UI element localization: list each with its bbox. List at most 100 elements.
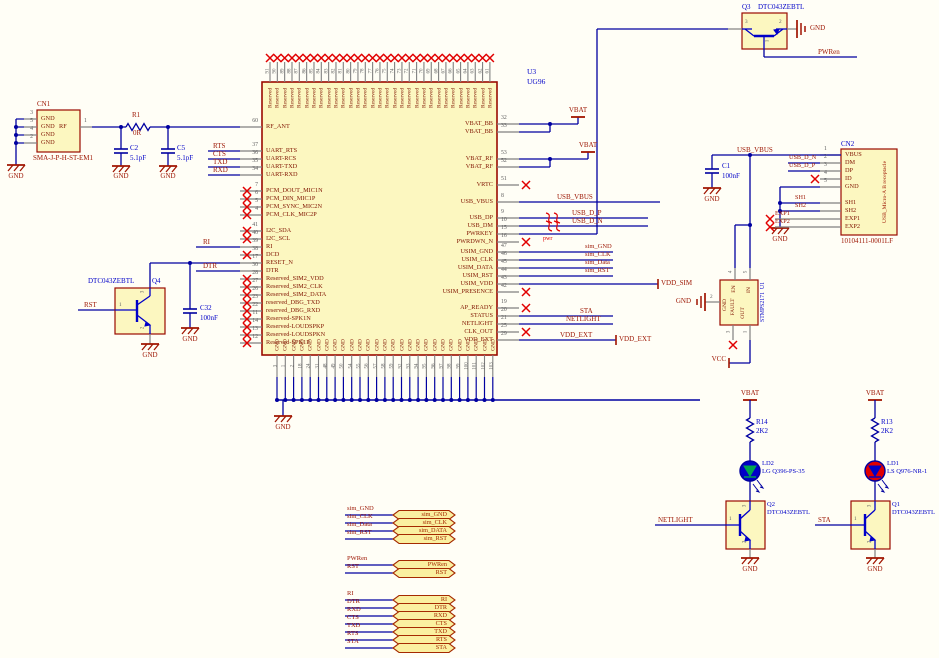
u3-left-pin-number: 37 — [252, 142, 258, 148]
u3-top-pin-number: 70 — [419, 68, 425, 74]
no-connect-x-icon — [242, 250, 252, 260]
no-connect-x-icon — [242, 202, 252, 212]
u3-bottom-pin-name: GND — [382, 339, 389, 351]
u3-bottom-pin-number: 96 — [431, 363, 437, 369]
ld-designator: LD2 — [762, 460, 774, 467]
r1-value: 0R — [133, 129, 142, 137]
wire — [744, 28, 755, 37]
u3-top-pin-number: 84 — [316, 68, 322, 74]
q-designator: Q2 — [767, 501, 775, 508]
u3-right-pin-name: VBAT_BB — [465, 120, 493, 127]
gnd-symbol-icon — [147, 343, 154, 351]
u3-left-pin-number: 4 — [255, 206, 258, 212]
junction-dot — [14, 141, 18, 145]
u3-bottom-pin-name: GND — [282, 339, 289, 351]
gnd-symbol-icon — [7, 164, 14, 172]
u3-top-pin-number: 64 — [463, 68, 469, 74]
no-connect-x-icon — [242, 290, 252, 300]
u3-top-pin-number: 81 — [338, 68, 344, 74]
net-label-sim_rst: sim_RST — [585, 267, 610, 274]
cn1-pin-number: 3 — [30, 110, 33, 116]
net-label-sim_data: sim_Data — [585, 259, 610, 266]
gnd-label: GND — [675, 297, 691, 305]
u3-left-pin-number: 30 — [252, 262, 258, 268]
c5-value: 5.1pF — [177, 154, 194, 162]
no-connect-x-icon — [470, 53, 480, 63]
u3-left-pin-number: 22 — [252, 302, 258, 308]
u3-right-pin-name: NETLIGHT — [461, 320, 493, 327]
u3-top-pin-name: Reserved — [443, 87, 450, 109]
u3-right-pin-number: 9 — [501, 209, 504, 215]
u3-left-pin-number: 23 — [252, 294, 258, 300]
u3-left-pin-number: 7 — [255, 182, 258, 188]
u3-right-pin-number: 10 — [501, 217, 507, 223]
junction-dot — [382, 398, 387, 402]
net-label-sh2: SH2 — [795, 202, 807, 209]
u3-bottom-pin-number: 58 — [381, 363, 387, 369]
cn1-pin-number: 5 — [30, 118, 33, 124]
u3-bottom-pin-number: 2 — [290, 364, 296, 368]
junction-dot — [778, 209, 782, 213]
gnd-label: GND — [810, 24, 826, 32]
gnd-symbol-icon — [286, 415, 293, 423]
u1-pin-gnd-label: GND — [722, 298, 729, 312]
gnd-label: GND — [742, 565, 758, 573]
led-triangle-icon — [743, 465, 757, 477]
u3-right-pin-number: 15 — [501, 225, 507, 231]
port-wire-label: CTS — [347, 614, 359, 621]
u3-right-pin-name: PWRDWN_N — [456, 238, 493, 245]
u3-top-pin-name: Reserved — [421, 87, 428, 109]
port-label: PWRen — [427, 560, 447, 568]
cn2-pin-name: DM — [845, 159, 856, 166]
u3-left-pin-number: 6 — [255, 190, 258, 196]
u3-bottom-pin-number: 93 — [406, 363, 412, 369]
u3-top-pin-name: Reserved — [267, 87, 274, 109]
u3-top-pin-number: 61 — [485, 68, 491, 74]
u3-left-pin-name: Reserved_SIM2_CLK — [266, 283, 323, 290]
u3-top-pin-number: 79 — [353, 68, 359, 74]
u3-left-pin-number: 26 — [252, 286, 258, 292]
u3-bottom-pin-number: 94 — [414, 363, 420, 369]
u3-left-pin-name: I2C_SDA — [266, 227, 292, 234]
cn2-pin-number: 3 — [824, 162, 827, 168]
gnd-label: GND — [182, 335, 198, 343]
net-label-vdd-ext: VDD_EXT — [619, 335, 652, 343]
u3-bottom-pin-name: GND — [373, 339, 380, 351]
u3-right-pin-name: USIM_GND — [460, 248, 493, 255]
u3-right-pin-name: VDD_EXT — [463, 336, 493, 343]
port-wire-label: TXD — [347, 622, 361, 629]
u3-bottom-pin-name: GND — [448, 339, 455, 351]
gnd-symbol-icon — [866, 557, 873, 565]
port-label: RI — [440, 595, 447, 603]
q-pin3: 3 — [866, 504, 873, 508]
c2-value: 5.1pF — [130, 154, 147, 162]
u3-left-pin-name: PCM_DIN_MIC1P — [266, 195, 316, 202]
u3-bottom-pin-name: GND — [357, 339, 364, 351]
q4-emitter-arrow — [144, 321, 152, 327]
u3-top-pin-name: Reserved — [457, 87, 464, 109]
u3-bottom-pin-number: 99 — [456, 363, 462, 369]
gnd-symbol-icon — [709, 187, 716, 195]
u3-top-pin-name: Reserved — [347, 87, 354, 109]
u3-top-pin-number: 62 — [478, 68, 484, 74]
q4-pin1: 1 — [119, 302, 122, 308]
u3-top-pin-name: Reserved — [487, 87, 494, 109]
port-wire-label: sim_Data — [347, 521, 372, 528]
net-label-rts: RTS — [213, 142, 226, 150]
no-connect-x-icon — [242, 306, 252, 316]
u3-right-pin-number: 43 — [501, 275, 507, 281]
u3-top-pin-name: Reserved — [472, 87, 479, 109]
c1-value: 100nF — [722, 172, 740, 180]
port-wire-label: RXD — [347, 606, 361, 613]
u3-right-pin-name: USB_VBUS — [460, 198, 493, 205]
port-label: sim_RST — [423, 534, 447, 542]
u3-top-pin-number: 85 — [309, 68, 315, 74]
no-connect-x-icon — [338, 53, 348, 63]
cn2-description: USB_Micro-A B receptacle — [882, 160, 889, 224]
cn1-pin-number: 2 — [30, 134, 33, 140]
junction-dot — [333, 398, 338, 402]
gnd-symbol-icon — [783, 227, 790, 235]
gnd-symbol-icon — [181, 327, 188, 335]
u1-pin-out-label: OUT — [740, 307, 747, 319]
net-label-vbat: VBAT — [865, 389, 885, 397]
